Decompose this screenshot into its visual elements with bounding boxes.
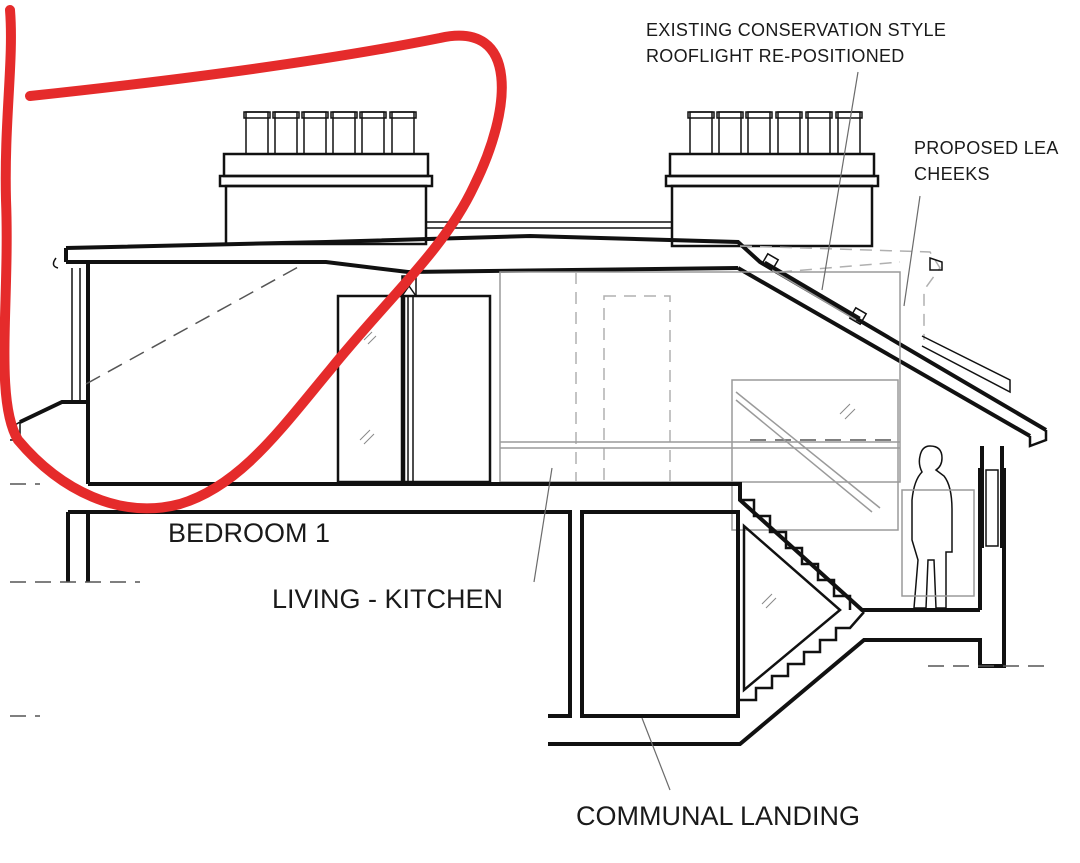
roof-ridge [426,221,672,229]
dormer-roof [52,233,1048,438]
bedroom-doors [336,275,492,484]
lead-cheeks-note-line-2: CHEEKS [914,164,990,184]
left-chimney-pots [243,111,417,155]
lead-cheeks-note-line-1: PROPOSED LEA [914,138,1059,158]
person-silhouette [901,445,975,609]
bedroom-label: BEDROOM 1 [168,518,330,548]
left-chimney-stack [218,111,434,246]
staircase [735,391,881,702]
lead-cheek-outline [739,245,943,340]
right-outer-roof [921,335,1048,448]
right-chimney-pots [687,111,863,155]
communal-landing-label: COMMUNAL LANDING [576,801,860,831]
living-kitchen-label: LIVING - KITCHEN [272,584,503,614]
leader-lines [533,71,921,791]
left-wall [9,262,301,484]
rooflight-note-line-1: EXISTING CONSERVATION STYLE [646,20,946,40]
rooflight-note-line-2: ROOFLIGHT RE-POSITIONED [646,46,905,66]
red-markup-circle [0,5,507,514]
right-chimney-stack [664,111,880,248]
right-wall [980,446,1004,548]
